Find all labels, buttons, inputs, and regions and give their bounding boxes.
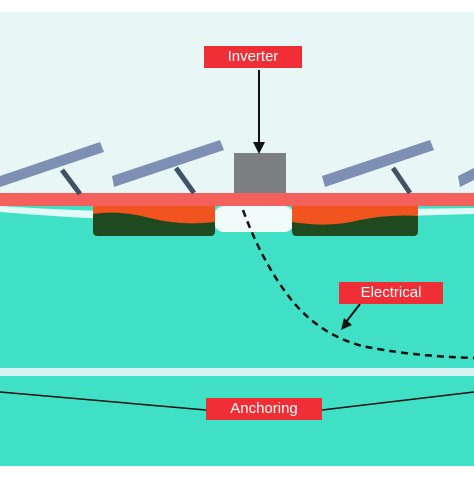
- left-float: [93, 206, 215, 236]
- anchoring-label: Anchoring: [206, 398, 322, 420]
- inverter-box: [234, 153, 286, 193]
- floating-platform: [0, 193, 474, 206]
- right-float: [292, 206, 418, 236]
- anchoring-line-left: [0, 391, 207, 411]
- electrical-pointer-line: [345, 303, 361, 323]
- electrical-label: Electrical: [339, 282, 443, 304]
- electrical-cable: [241, 209, 474, 360]
- electrical-pointer-head: [341, 318, 352, 330]
- float-gap: [214, 206, 294, 232]
- inverter-label: Inverter: [204, 46, 302, 68]
- solar-panel-2: [112, 140, 224, 195]
- inverter-arrowhead: [253, 142, 265, 154]
- water-band: [0, 368, 474, 376]
- anchoring-line-right: [321, 391, 474, 411]
- solar-panel-3: [322, 140, 434, 195]
- water: [0, 204, 474, 466]
- solar-panel-1: [0, 142, 104, 196]
- solar-panel-4-partial: [458, 168, 474, 187]
